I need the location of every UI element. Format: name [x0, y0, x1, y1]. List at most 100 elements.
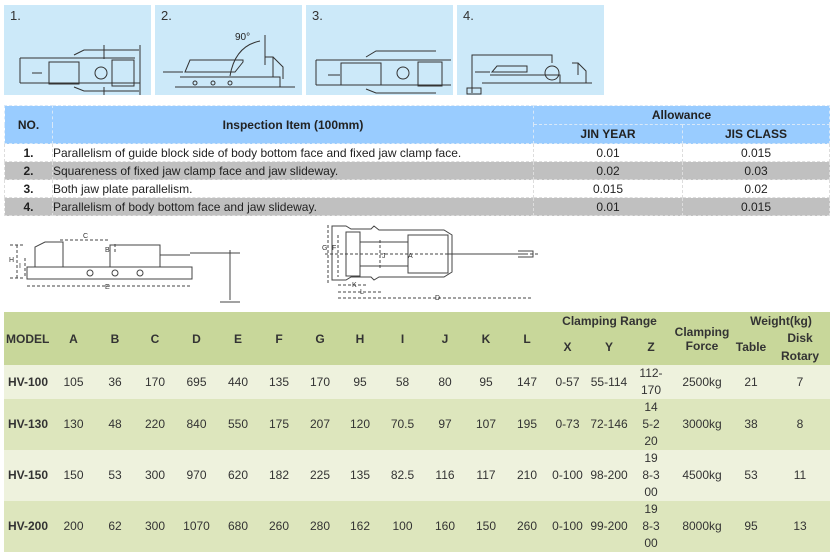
- row-dimension: 120: [340, 399, 380, 450]
- header-weight: Weight(kg): [732, 312, 830, 329]
- diagram-number: 4.: [463, 8, 474, 23]
- row-dimension: 260: [507, 501, 547, 552]
- vise-side-view-square-icon: [163, 35, 295, 88]
- diagram-3: 3.: [306, 5, 453, 95]
- row-dimension: 300: [135, 501, 175, 552]
- row-jin: 0.01: [533, 143, 683, 162]
- row-weight-disk: 8: [770, 399, 830, 450]
- row-dimension: 100: [380, 501, 425, 552]
- dim-label-l: L: [360, 289, 364, 296]
- row-dimension: 970: [175, 450, 218, 501]
- diagram-4: 4.: [457, 5, 604, 95]
- row-dimension: 680: [218, 501, 258, 552]
- row-dimension: 200: [52, 501, 95, 552]
- header-col: I: [380, 312, 425, 365]
- row-jin: 0.02: [533, 161, 683, 180]
- row-clamp-x: 0-57: [547, 365, 588, 399]
- row-dimension: 105: [52, 365, 95, 399]
- row-weight-table: 95: [732, 501, 770, 552]
- row-dimension: 260: [258, 501, 300, 552]
- row-clamping-force: 4500kg: [672, 450, 732, 501]
- header-jis-class: JIS CLASS: [682, 124, 830, 144]
- row-dimension: 150: [52, 450, 95, 501]
- row-weight-table: 21: [732, 365, 770, 399]
- dim-label-j: J: [382, 253, 386, 260]
- row-dimension: 135: [258, 365, 300, 399]
- row-model: HV-130: [4, 399, 52, 450]
- dim-label-c: C: [83, 233, 88, 240]
- row-item: Squareness of fixed jaw clamp face and j…: [52, 161, 534, 180]
- row-clamp-y: 98-200: [588, 450, 630, 501]
- row-dimension: 36: [95, 365, 135, 399]
- row-dimension: 62: [95, 501, 135, 552]
- row-dimension: 162: [340, 501, 380, 552]
- vise-top-view-dial-icon: [19, 45, 141, 95]
- header-allowance: Allowance: [533, 105, 830, 125]
- header-col: D: [175, 312, 218, 365]
- row-clamp-z: 145-220: [630, 399, 672, 450]
- angle-label: 90°: [235, 32, 251, 43]
- dim-label-g: G: [322, 245, 327, 252]
- dim-label-b: B: [105, 247, 110, 254]
- row-dimension: 97: [425, 399, 465, 450]
- row-item: Parallelism of guide block side of body …: [52, 143, 534, 162]
- row-dimension: 207: [300, 399, 340, 450]
- row-dimension: 130: [52, 399, 95, 450]
- row-clamp-y: 72-146: [588, 399, 630, 450]
- row-model: HV-200: [4, 501, 52, 552]
- header-jin-year: JIN YEAR: [533, 124, 683, 144]
- row-weight-disk: 13: [770, 501, 830, 552]
- header-force-line1: Clamping: [674, 324, 730, 339]
- row-dimension: 280: [300, 501, 340, 552]
- header-col: G: [300, 312, 340, 365]
- row-dimension: 175: [258, 399, 300, 450]
- row-clamp-x: 0-73: [547, 399, 588, 450]
- diagram-number: 3.: [312, 8, 323, 23]
- row-jis: 0.015: [682, 197, 830, 216]
- row-item: Parallelism of body bottom face and jaw …: [52, 197, 534, 216]
- row-dimension: 58: [380, 365, 425, 399]
- row-weight-disk: 11: [770, 450, 830, 501]
- row-weight-disk: 7: [770, 365, 830, 399]
- row-weight-table: 53: [732, 450, 770, 501]
- row-dimension: 440: [218, 365, 258, 399]
- dim-label-k: K: [352, 282, 357, 289]
- row-dimension: 225: [300, 450, 340, 501]
- row-dimension: 840: [175, 399, 218, 450]
- dim-label-f: F: [332, 245, 336, 252]
- row-dimension: 300: [135, 450, 175, 501]
- row-dimension: 1070: [175, 501, 218, 552]
- row-dimension: 117: [465, 450, 507, 501]
- row-dimension: 620: [218, 450, 258, 501]
- row-dimension: 182: [258, 450, 300, 501]
- header-col: C: [135, 312, 175, 365]
- diagram-2: 2. 90°: [155, 5, 302, 95]
- row-item: Both jaw plate parallelism.: [52, 179, 534, 198]
- inspection-table: NO. Inspection Item (100mm) Allowance JI…: [4, 105, 830, 216]
- vise-side-view-dial-icon: [466, 54, 592, 95]
- row-dimension: 95: [465, 365, 507, 399]
- header-z: Z: [630, 329, 672, 365]
- row-no: 4.: [4, 197, 53, 216]
- row-clamp-z: 112-170: [630, 365, 672, 399]
- row-no: 1.: [4, 143, 53, 162]
- table-row: 2.Squareness of fixed jaw clamp face and…: [4, 161, 830, 180]
- header-col: B: [95, 312, 135, 365]
- row-jin: 0.015: [533, 179, 683, 198]
- row-jis: 0.03: [682, 161, 830, 180]
- row-dimension: 135: [340, 450, 380, 501]
- header-rotary: Rotary: [770, 346, 830, 365]
- row-dimension: 695: [175, 365, 218, 399]
- row-clamping-force: 2500kg: [672, 365, 732, 399]
- row-dimension: 550: [218, 399, 258, 450]
- table-row: 1.Parallelism of guide block side of bod…: [4, 143, 830, 162]
- diagram-number: 2.: [161, 8, 172, 23]
- row-jis: 0.015: [682, 143, 830, 162]
- dim-label-e: E: [105, 284, 110, 291]
- specifications-table: MODEL A B C D E F G H I J K L Clamping R…: [4, 312, 830, 552]
- diagram-1: 1.: [4, 5, 151, 95]
- vise-top-view-jaw-icon: [315, 50, 451, 94]
